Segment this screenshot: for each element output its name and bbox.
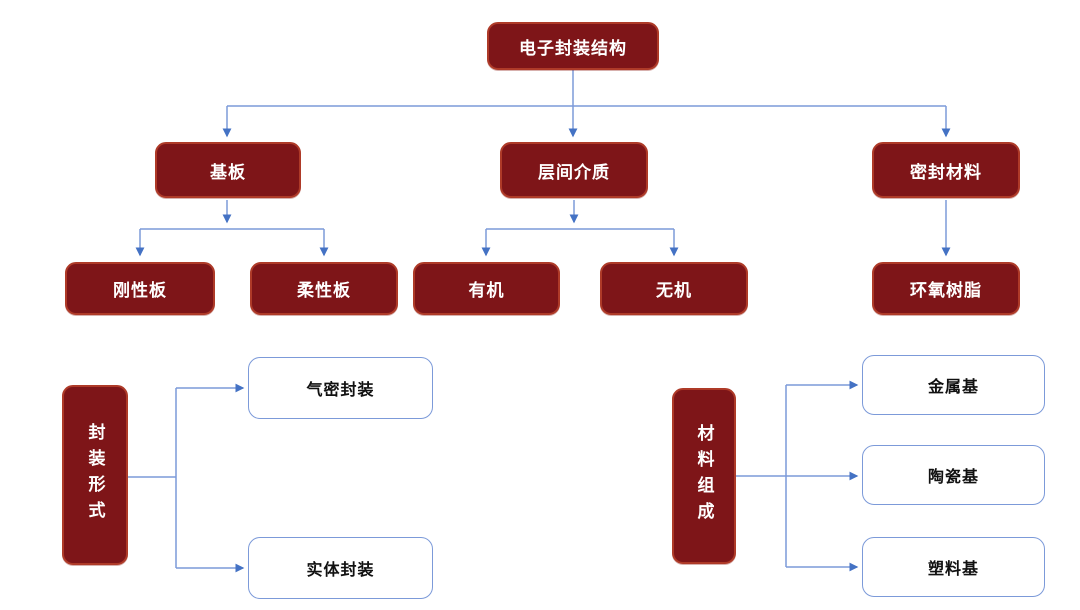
node-material-composition: 材料组成 [672,388,736,564]
node-packaging-form: 封装形式 [62,385,128,565]
node-interlayer-dielectric: 层间介质 [500,142,648,198]
node-hermetic-packaging: 气密封装 [248,357,433,419]
node-organic: 有机 [413,262,560,315]
node-sealing-material: 密封材料 [872,142,1020,198]
node-electronic-packaging-structure: 电子封装结构 [487,22,659,70]
node-flexible-board: 柔性板 [250,262,398,315]
node-rigid-board: 刚性板 [65,262,215,315]
node-ceramic-based: 陶瓷基 [862,445,1045,505]
node-substrate: 基板 [155,142,301,198]
node-plastic-based: 塑料基 [862,537,1045,597]
node-solid-packaging: 实体封装 [248,537,433,599]
node-epoxy-resin: 环氧树脂 [872,262,1020,315]
node-metal-based: 金属基 [862,355,1045,415]
node-inorganic: 无机 [600,262,748,315]
